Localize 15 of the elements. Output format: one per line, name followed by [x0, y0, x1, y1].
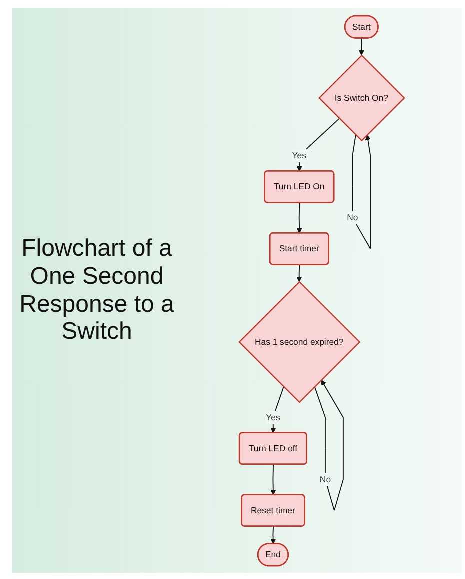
- edge-label: No: [320, 474, 332, 484]
- edge-label: No: [347, 212, 358, 222]
- arrow: [296, 202, 302, 234]
- arrow: [270, 526, 276, 544]
- diagram-title: Flowchart of a One Second Response to a Switch: [18, 235, 176, 346]
- arrow: [296, 118, 340, 172]
- arrow: [314, 379, 344, 510]
- node-diamond: Is Switch On?: [318, 54, 406, 142]
- arrow: [358, 38, 364, 56]
- node-diamond: Has 1 second expired?: [238, 280, 361, 403]
- edge-label: Yes: [292, 150, 306, 160]
- edge-label: Yes: [266, 412, 280, 422]
- arrow: [296, 264, 302, 282]
- arrow: [270, 386, 284, 433]
- arrow: [270, 464, 276, 495]
